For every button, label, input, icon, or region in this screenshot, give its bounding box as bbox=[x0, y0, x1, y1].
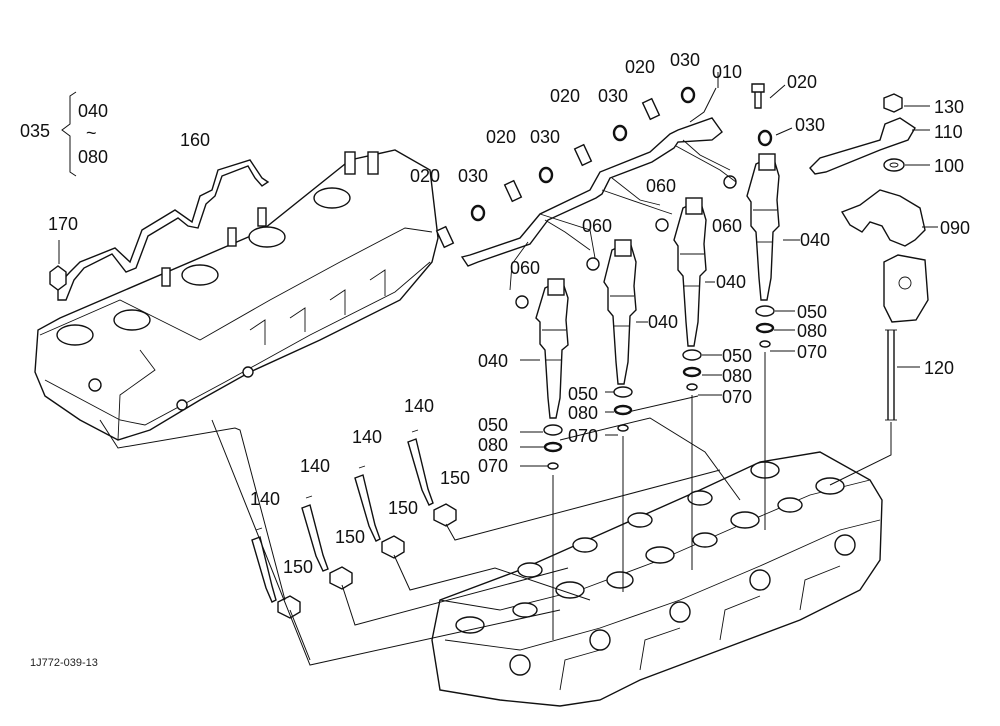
label-170: 170 bbox=[48, 214, 78, 234]
label-090: 090 bbox=[940, 218, 970, 238]
injection-pipes bbox=[460, 117, 737, 291]
label-040-range-start: 040 bbox=[78, 101, 108, 121]
label-050-c: 050 bbox=[722, 346, 752, 366]
label-140-a: 140 bbox=[404, 396, 434, 416]
label-070-b: 070 bbox=[568, 426, 598, 446]
part-140-glow-plugs bbox=[251, 429, 434, 603]
drawing-code: 1J772-039-13 bbox=[30, 657, 98, 669]
seal-rings bbox=[543, 305, 775, 470]
group-035-bracket bbox=[61, 91, 77, 177]
label-030-c: 030 bbox=[598, 86, 628, 106]
label-030-b: 030 bbox=[530, 127, 560, 147]
label-035: 035 bbox=[20, 121, 50, 141]
label-100: 100 bbox=[934, 156, 964, 176]
label-080-c: 080 bbox=[722, 366, 752, 386]
label-150-b: 150 bbox=[388, 498, 418, 518]
label-070-c: 070 bbox=[722, 387, 752, 407]
label-150-d: 150 bbox=[283, 557, 313, 577]
label-080-b: 080 bbox=[568, 403, 598, 423]
label-070-d: 070 bbox=[797, 342, 827, 362]
label-080-a: 080 bbox=[478, 435, 508, 455]
label-160: 160 bbox=[180, 130, 210, 150]
label-020-b: 020 bbox=[486, 127, 516, 147]
head-cover bbox=[34, 149, 439, 441]
label-040-c: 040 bbox=[716, 272, 746, 292]
label-040-b: 040 bbox=[648, 312, 678, 332]
label-080-range-end: 080 bbox=[78, 147, 108, 167]
label-020-c: 020 bbox=[550, 86, 580, 106]
part-020-bolts bbox=[435, 83, 765, 249]
label-020-a: 020 bbox=[410, 166, 440, 186]
label-060-a: 060 bbox=[510, 258, 540, 278]
label-150-a: 150 bbox=[440, 468, 470, 488]
label-030-e: 030 bbox=[795, 115, 825, 135]
part-040-injectors bbox=[535, 153, 780, 419]
label-050-a: 050 bbox=[478, 415, 508, 435]
label-010: 010 bbox=[712, 62, 742, 82]
part-030-washers bbox=[470, 86, 773, 222]
label-070-a: 070 bbox=[478, 456, 508, 476]
label-060-d: 060 bbox=[712, 216, 742, 236]
part-060-orings bbox=[515, 175, 737, 309]
label-030-d: 030 bbox=[670, 50, 700, 70]
label-110: 110 bbox=[934, 122, 963, 142]
label-040-a: 040 bbox=[478, 351, 508, 371]
label-060-b: 060 bbox=[582, 216, 612, 236]
label-020-e: 020 bbox=[787, 72, 817, 92]
label-030-a: 030 bbox=[458, 166, 488, 186]
label-140-c: 140 bbox=[300, 456, 330, 476]
label-140-d: 140 bbox=[250, 489, 280, 509]
label-120: 120 bbox=[924, 358, 954, 378]
label-140-b: 140 bbox=[352, 427, 382, 447]
label-050-b: 050 bbox=[568, 384, 598, 404]
clamp-assembly bbox=[809, 93, 929, 421]
label-150-c: 150 bbox=[335, 527, 365, 547]
label-080-d: 080 bbox=[797, 321, 827, 341]
part-160-bracket bbox=[57, 159, 270, 301]
cylinder-head bbox=[431, 451, 883, 707]
label-040-d: 040 bbox=[800, 230, 830, 250]
label-130: 130 bbox=[934, 97, 964, 117]
label-020-d: 020 bbox=[625, 57, 655, 77]
label-range-tilde: ~ bbox=[86, 123, 97, 143]
callout-labels: 035 040 ~ 080 160 170 020 030 020 030 02… bbox=[20, 50, 970, 669]
part-170-nut bbox=[49, 240, 67, 291]
label-050-d: 050 bbox=[797, 302, 827, 322]
part-150-nuts bbox=[277, 503, 457, 619]
label-060-c: 060 bbox=[646, 176, 676, 196]
leader-lines bbox=[99, 72, 938, 666]
